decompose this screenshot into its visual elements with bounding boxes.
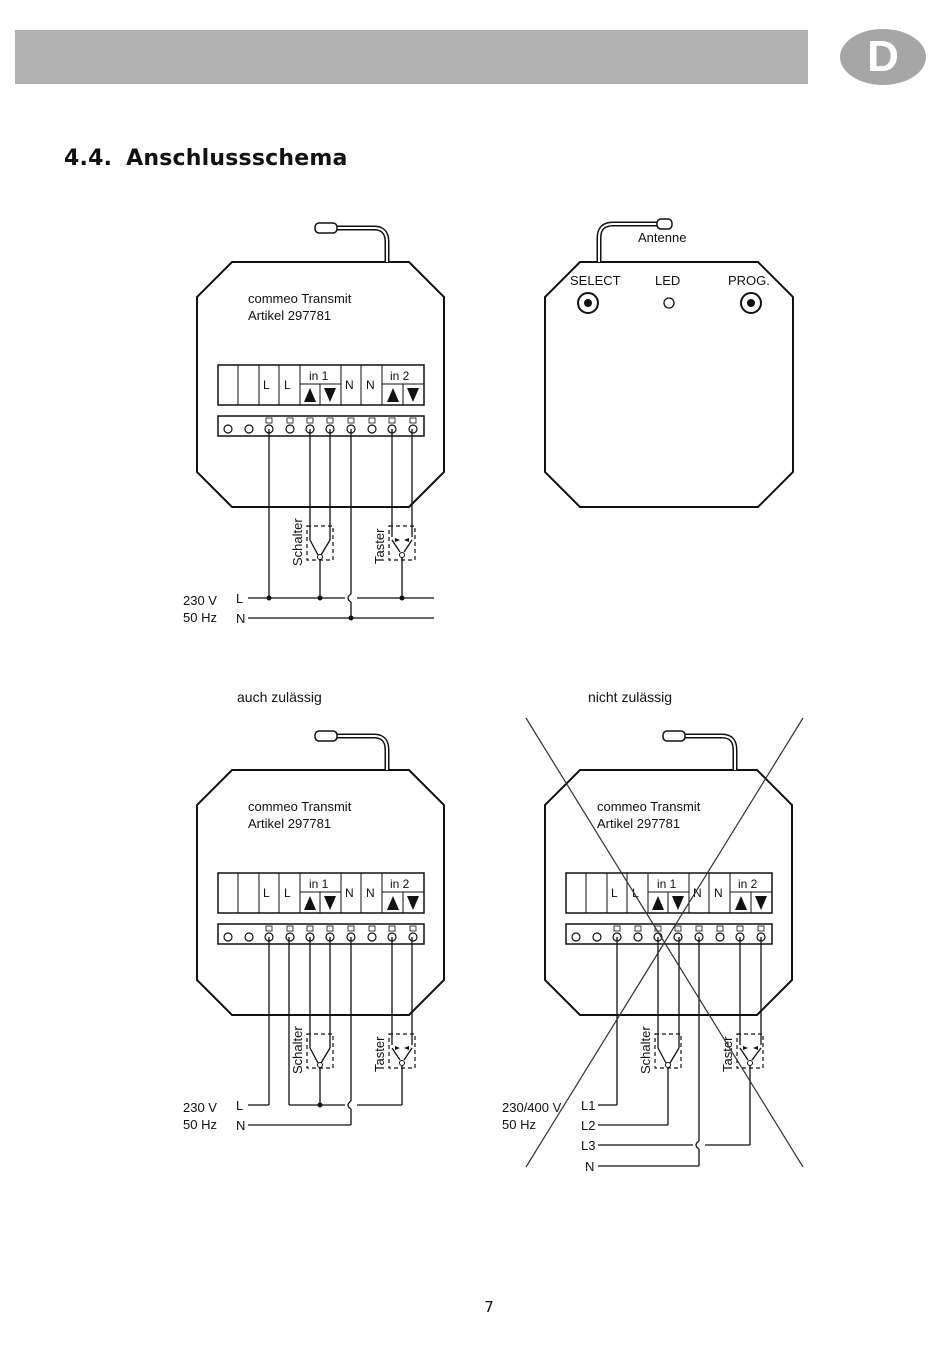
device-article: Artikel 297781 <box>248 816 331 831</box>
antenna-label: Antenne <box>638 230 686 245</box>
header-bar <box>15 30 808 84</box>
supply-frequency: 50 Hz <box>183 1117 217 1132</box>
taster-label: Taster <box>372 1036 387 1072</box>
terminal-block: L L in 1 N N in 2 <box>217 872 425 945</box>
supply-L-label: L <box>236 591 243 606</box>
supply-L-label: L <box>236 1098 243 1113</box>
supply-N-label: N <box>236 1118 245 1133</box>
supply-L2-label: L2 <box>581 1118 595 1133</box>
terminal-label-N: N <box>366 378 375 392</box>
wiring <box>248 937 413 1126</box>
terminal-label-in1: in 1 <box>657 877 677 891</box>
wiring <box>248 429 434 619</box>
supply-N-label: N <box>236 611 245 626</box>
device-name: commeo Transmit <box>248 291 352 306</box>
select-label: SELECT <box>570 273 621 288</box>
terminal-label-L: L <box>284 378 291 392</box>
caption-allowed: auch zulässig <box>237 689 322 705</box>
terminal-label-N: N <box>366 886 375 900</box>
device-back-panel: Antenne SELECT LED PROG. <box>544 218 794 508</box>
device-top-left: commeo Transmit Artikel 297781 L L in 1 … <box>183 223 444 626</box>
led-label: LED <box>655 273 680 288</box>
terminal-label-N: N <box>345 378 354 392</box>
strike-line <box>525 717 804 1168</box>
taster-label: Taster <box>372 528 387 564</box>
schalter-label: Schalter <box>290 1026 305 1074</box>
terminal-label-in1: in 1 <box>309 369 329 383</box>
device-article: Artikel 297781 <box>248 308 331 323</box>
terminal-label-in2: in 2 <box>738 877 758 891</box>
schalter-label: Schalter <box>290 518 305 566</box>
led-indicator <box>663 297 675 309</box>
terminal-label-L: L <box>284 886 291 900</box>
supply-N-label: N <box>585 1159 594 1174</box>
terminal-block: L L in 1 N N in 2 <box>565 872 773 945</box>
schalter-label: Schalter <box>638 1026 653 1074</box>
taster-label: Taster <box>720 1036 735 1072</box>
supply-frequency: 50 Hz <box>502 1117 536 1132</box>
supply-L1-label: L1 <box>581 1098 595 1113</box>
terminal-label-in1: in 1 <box>309 877 329 891</box>
device-name: commeo Transmit <box>248 799 352 814</box>
supply-voltage: 230/400 V <box>502 1100 562 1115</box>
caption-not-allowed: nicht zulässig <box>588 689 672 705</box>
terminal-label-N: N <box>693 886 702 900</box>
section-title: 4.4. Anschlussschema <box>64 146 348 171</box>
terminal-label-L: L <box>263 886 270 900</box>
supply-voltage: 230 V <box>183 593 217 608</box>
terminal-label-in2: in 2 <box>390 877 410 891</box>
device-name: commeo Transmit <box>597 799 701 814</box>
supply-frequency: 50 Hz <box>183 610 217 625</box>
language-badge: D <box>840 29 926 85</box>
terminal-label-N: N <box>714 886 723 900</box>
terminal-block: L L in 1 N N in 2 <box>217 364 425 437</box>
supply-voltage: 230 V <box>183 1100 217 1115</box>
prog-label: PROG. <box>728 273 770 288</box>
terminal-label-L: L <box>632 886 639 900</box>
device-article: Artikel 297781 <box>597 816 680 831</box>
device-bottom-left: commeo Transmit Artikel 297781 L L in 1 … <box>183 731 444 1133</box>
terminal-label-L: L <box>611 886 618 900</box>
terminal-label-in2: in 2 <box>390 369 410 383</box>
supply-L3-label: L3 <box>581 1138 595 1153</box>
section-number: 4.4. <box>64 146 113 171</box>
wiring <box>598 937 762 1167</box>
device-bottom-right: commeo Transmit Artikel 297781 L L in 1 … <box>502 717 804 1174</box>
terminal-label-N: N <box>345 886 354 900</box>
page-number: 7 <box>484 1298 494 1316</box>
section-heading: Anschlussschema <box>126 146 348 171</box>
terminal-label-L: L <box>263 378 270 392</box>
